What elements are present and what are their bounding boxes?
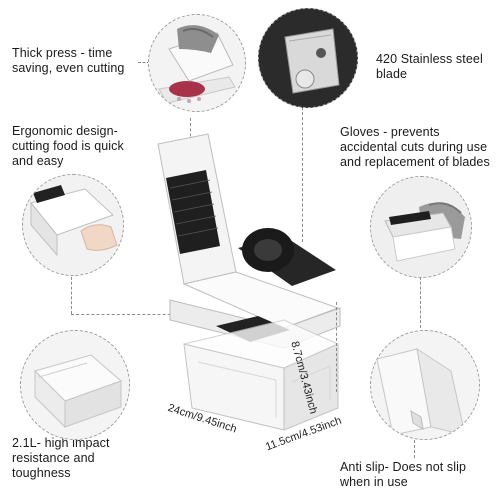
leader-line [302, 102, 303, 242]
leader-line [414, 440, 415, 458]
base-thumbnail [370, 330, 480, 440]
leader-line [138, 62, 150, 63]
glove-thumbnail [370, 176, 472, 278]
feature-thick-press: Thick press - time saving, even cutting [12, 46, 125, 75]
blade-thumbnail [258, 8, 358, 108]
leader-line [420, 272, 421, 328]
hand-thumbnail [22, 174, 124, 276]
container-thumbnail [20, 330, 130, 440]
height-dimension-line [336, 302, 337, 392]
press-thumbnail [148, 14, 246, 112]
feature-anti-slip: Anti slip- Does not slip when in use [340, 460, 467, 489]
leader-line [71, 314, 186, 315]
chopper-product-image [157, 133, 341, 431]
feature-blade: 420 Stainless steel blade [376, 52, 483, 81]
leader-line [71, 272, 72, 314]
feature-ergonomic: Ergonomic design-cutting food is quick a… [12, 124, 124, 168]
feature-gloves: Gloves - prevents accidental cuts during… [340, 125, 490, 169]
feature-capacity: 2.1L- high impact resistance and toughne… [12, 436, 110, 480]
